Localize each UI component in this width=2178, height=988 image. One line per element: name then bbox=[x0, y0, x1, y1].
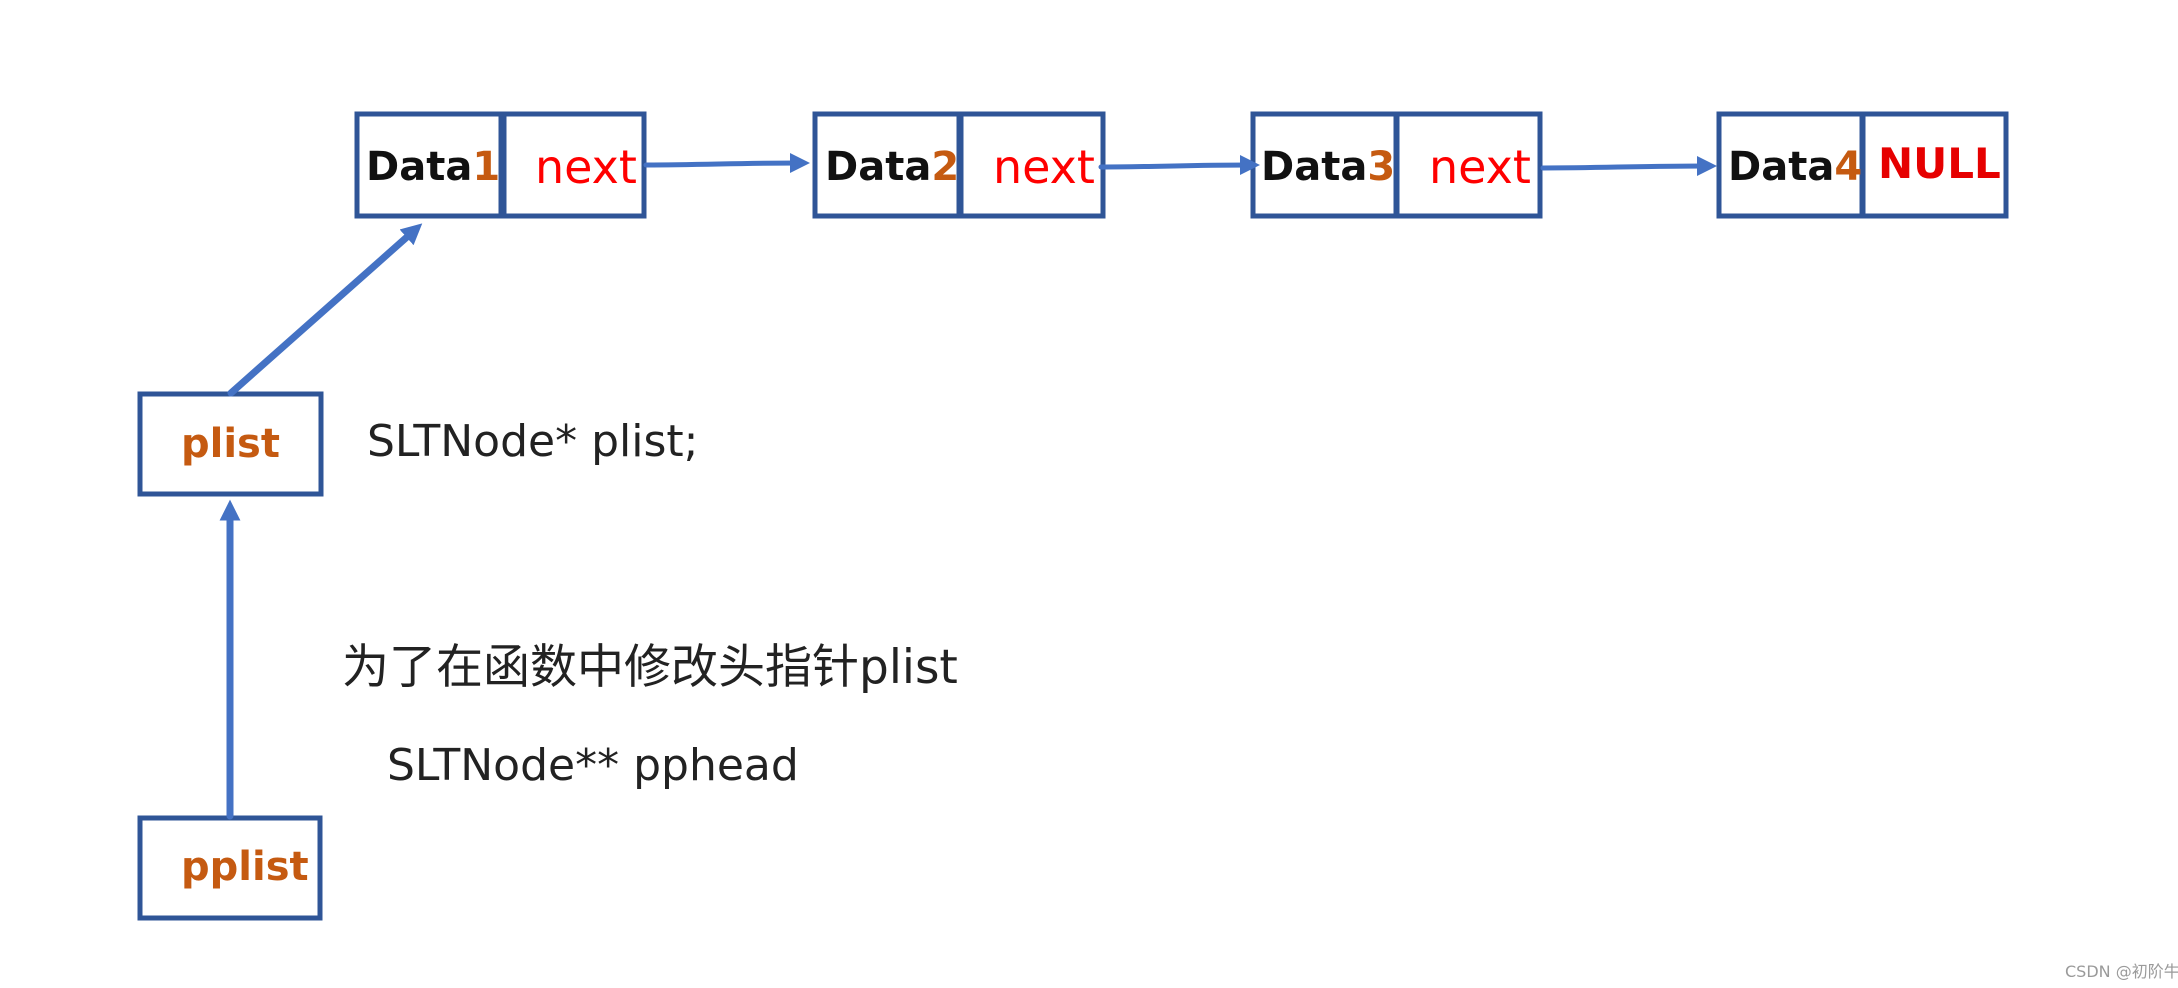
node-1-data-word: Data bbox=[366, 144, 472, 190]
pplist-box bbox=[137, 815, 323, 921]
node-3-data-word: Data bbox=[1261, 144, 1367, 190]
node-2-data-cell bbox=[812, 111, 962, 219]
explanation-text: 为了在函数中修改头指针plist bbox=[342, 640, 958, 695]
link-arrow-1-2 bbox=[643, 153, 810, 174]
pplist-pointer: pplist bbox=[137, 815, 323, 921]
node-1-data-label: Data1 bbox=[366, 144, 500, 190]
node-1-next-label: next bbox=[535, 140, 637, 194]
pphead-declaration: SLTNode** pphead bbox=[387, 740, 799, 791]
node-4-null-label: NULL bbox=[1878, 139, 2001, 188]
plist-declaration: SLTNode* plist; bbox=[367, 416, 698, 467]
node-2-data-number: 2 bbox=[931, 144, 959, 190]
node-3-data-label: Data3 bbox=[1261, 144, 1395, 190]
node-1-next-cell bbox=[501, 111, 647, 219]
node-1-data-cell bbox=[354, 111, 504, 219]
node-2-next-label: next bbox=[993, 140, 1095, 194]
node-4-null-cell bbox=[1860, 111, 2009, 219]
node-3-next-label: next bbox=[1429, 140, 1531, 194]
list-node-4: Data4 NULL bbox=[1716, 111, 2009, 219]
node-4-data-word: Data bbox=[1728, 144, 1834, 190]
node-2-data-word: Data bbox=[825, 144, 931, 190]
list-node-3: Data3 next bbox=[1250, 111, 1543, 219]
node-4-data-label: Data4 bbox=[1728, 144, 1862, 190]
node-1-data-number: 1 bbox=[472, 144, 500, 190]
node-2-data-label: Data2 bbox=[825, 144, 959, 190]
watermark: CSDN @初阶牛 bbox=[2065, 962, 2178, 981]
node-4-data-cell bbox=[1716, 111, 1865, 219]
node-4-data-number: 4 bbox=[1834, 144, 1862, 190]
list-node-1: Data1 next bbox=[354, 111, 647, 219]
plist-pointer: plist bbox=[137, 391, 324, 497]
node-3-data-cell bbox=[1250, 111, 1399, 219]
list-node-2: Data2 next bbox=[812, 111, 1106, 219]
plist-box bbox=[137, 391, 324, 497]
node-3-data-number: 3 bbox=[1367, 144, 1395, 190]
node-3-next-cell bbox=[1394, 111, 1543, 219]
plist-label: plist bbox=[181, 421, 280, 467]
link-arrow-3-4 bbox=[1540, 156, 1717, 177]
link-arrow-2-3 bbox=[1098, 155, 1260, 176]
plist-to-head-arrow bbox=[227, 223, 423, 397]
pplist-label: pplist bbox=[181, 844, 309, 890]
